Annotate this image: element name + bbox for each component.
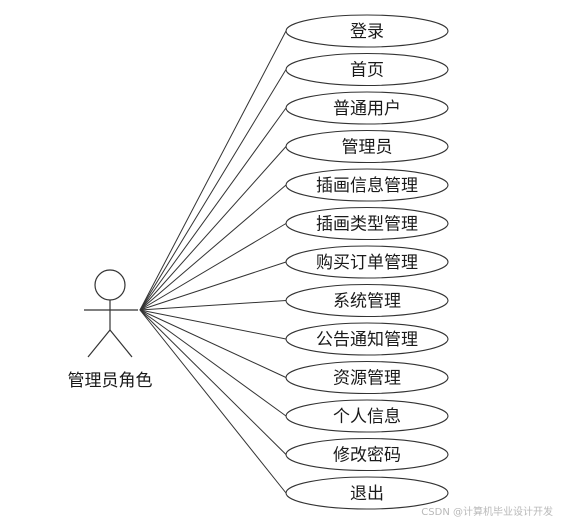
use-case: 退出 (285, 476, 449, 510)
use-case-ellipse (285, 283, 449, 318)
use-case: 插画类型管理 (285, 206, 449, 241)
association-line (139, 309, 287, 455)
use-case-ellipse (285, 399, 449, 433)
use-case-label: 公告通知管理 (316, 330, 418, 350)
use-case-label: 首页 (350, 61, 384, 81)
association-line (139, 309, 287, 494)
watermark: CSDN @计算机毕业设计开发 (421, 507, 553, 518)
use-case-label: 登录 (350, 22, 384, 42)
use-case: 登录 (285, 14, 449, 48)
use-case-ellipse (285, 129, 449, 164)
use-case-label: 修改密码 (333, 446, 401, 466)
use-case-ellipse (285, 245, 449, 279)
use-case-label: 管理员 (342, 138, 393, 158)
association-line (139, 30, 287, 311)
association-line (139, 261, 287, 311)
use-case-ellipse (285, 476, 449, 510)
association-line (139, 300, 287, 311)
actor-label: 管理员角色 (68, 371, 153, 391)
use-case: 购买订单管理 (285, 245, 449, 279)
association-line (139, 69, 287, 311)
use-case-ellipse (285, 52, 449, 87)
actor-right-leg (109, 329, 133, 358)
association-line (139, 146, 287, 311)
use-case-ellipse (285, 437, 449, 472)
use-case: 个人信息 (285, 399, 449, 433)
use-case: 系统管理 (285, 283, 449, 318)
use-case: 普通用户 (285, 91, 449, 125)
actor-figure: 管理员角色 (68, 269, 153, 391)
use-case-label: 系统管理 (333, 292, 401, 312)
use-case-label: 个人信息 (333, 407, 401, 427)
use-case-label: 插画类型管理 (316, 215, 418, 235)
use-case-ellipse (285, 91, 449, 125)
use-case-label: 插画信息管理 (316, 176, 418, 196)
use-case-list: 登录首页普通用户管理员插画信息管理插画类型管理购买订单管理系统管理公告通知管理资… (285, 14, 449, 510)
use-case: 管理员 (285, 129, 449, 164)
use-case-label: 资源管理 (333, 369, 401, 389)
association-line (139, 223, 287, 311)
association-line (139, 107, 287, 311)
use-case-ellipse (285, 14, 449, 48)
use-case-ellipse (285, 322, 449, 356)
association-lines (139, 30, 287, 494)
use-case: 公告通知管理 (285, 322, 449, 356)
association-line (139, 184, 287, 311)
use-case-label: 退出 (350, 484, 384, 504)
use-case-label: 购买订单管理 (316, 253, 418, 273)
use-case-ellipse (285, 206, 449, 241)
actor-head (94, 269, 126, 301)
actor-left-leg (87, 329, 111, 358)
association-line (139, 309, 287, 340)
use-case-ellipse (285, 360, 449, 395)
association-line (139, 309, 287, 378)
use-case: 首页 (285, 52, 449, 87)
use-case: 修改密码 (285, 437, 449, 472)
use-case-label: 普通用户 (333, 99, 401, 119)
use-case: 插画信息管理 (285, 168, 449, 202)
association-line (139, 309, 287, 417)
use-case: 资源管理 (285, 360, 449, 395)
use-case-ellipse (285, 168, 449, 202)
